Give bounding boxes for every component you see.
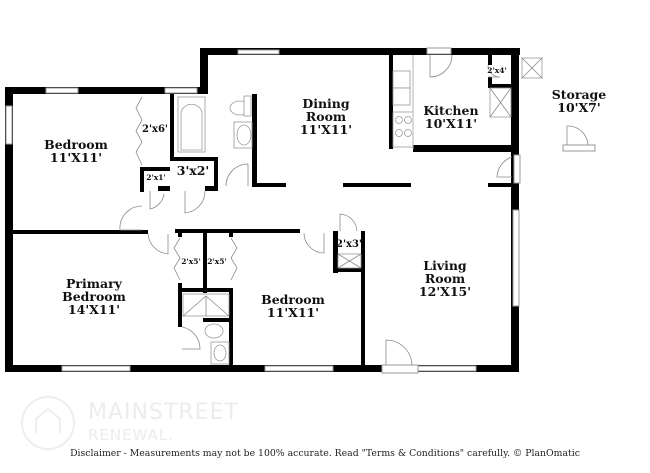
room-label-primary-bedroom: Primary Bedroom 14'X11' <box>62 276 126 318</box>
windows <box>5 49 520 372</box>
room-name: Storage <box>551 87 607 102</box>
disclaimer-text: Disclaimer - Measurements may not be 100… <box>70 448 580 459</box>
room-name: Bedroom <box>261 292 325 307</box>
room-name: Bedroom <box>44 137 108 152</box>
room-name-line-2: Room <box>424 271 466 287</box>
room-name-line-1: Primary <box>66 276 122 291</box>
room-name-line-2: Bedroom <box>62 289 126 305</box>
room-size: 14'X11' <box>67 302 121 318</box>
closet-label-hall-small: 2'x1' <box>146 173 166 182</box>
room-label-dining-room: Dining Room 11'X11' <box>299 96 353 138</box>
closet-label-bedroom-1: 2'x6' <box>141 124 169 135</box>
room-size: 12'X15' <box>418 284 472 300</box>
room-size: 11'X11' <box>49 150 103 166</box>
closet-label-bedroom-2: 2'x5' <box>207 257 227 266</box>
room-size: 11'X11' <box>299 122 353 138</box>
room-name-line-2: Room <box>305 109 347 125</box>
closet-label-hall-linen: 3'x2' <box>176 163 210 178</box>
interior-walls <box>13 55 516 367</box>
exterior-walls <box>5 48 520 372</box>
doors <box>119 47 596 374</box>
brand-logo: MAINSTREET RENEWAL. <box>22 398 252 450</box>
room-name: Kitchen <box>423 103 479 118</box>
room-name-line-1: Living <box>423 258 467 273</box>
closet-label-living: 2'x3' <box>335 239 363 250</box>
logo-mark-icon <box>21 396 75 450</box>
brand-logo-main-text: MAINSTREET <box>88 400 239 425</box>
room-name-line-1: Dining <box>302 96 350 111</box>
room-label-kitchen: Kitchen 10'X11' <box>423 104 478 130</box>
closet-label-primary: 2'x5' <box>181 257 201 266</box>
room-size: 10'X7' <box>557 100 601 116</box>
room-size: 11'X11' <box>266 305 320 321</box>
room-label-living-room: Living Room 12'X15' <box>418 258 472 300</box>
room-label-storage: Storage 10'X7' <box>552 88 607 114</box>
room-label-bedroom-2: Bedroom 11'X11' <box>261 293 325 319</box>
fixtures <box>177 55 543 365</box>
closet-label-kitchen-pantry: 2'x4' <box>487 66 507 75</box>
room-label-bedroom-1: Bedroom 11'X11' <box>44 138 108 164</box>
room-size: 10'X11' <box>424 116 478 132</box>
brand-logo-sub-text: RENEWAL. <box>88 426 174 444</box>
